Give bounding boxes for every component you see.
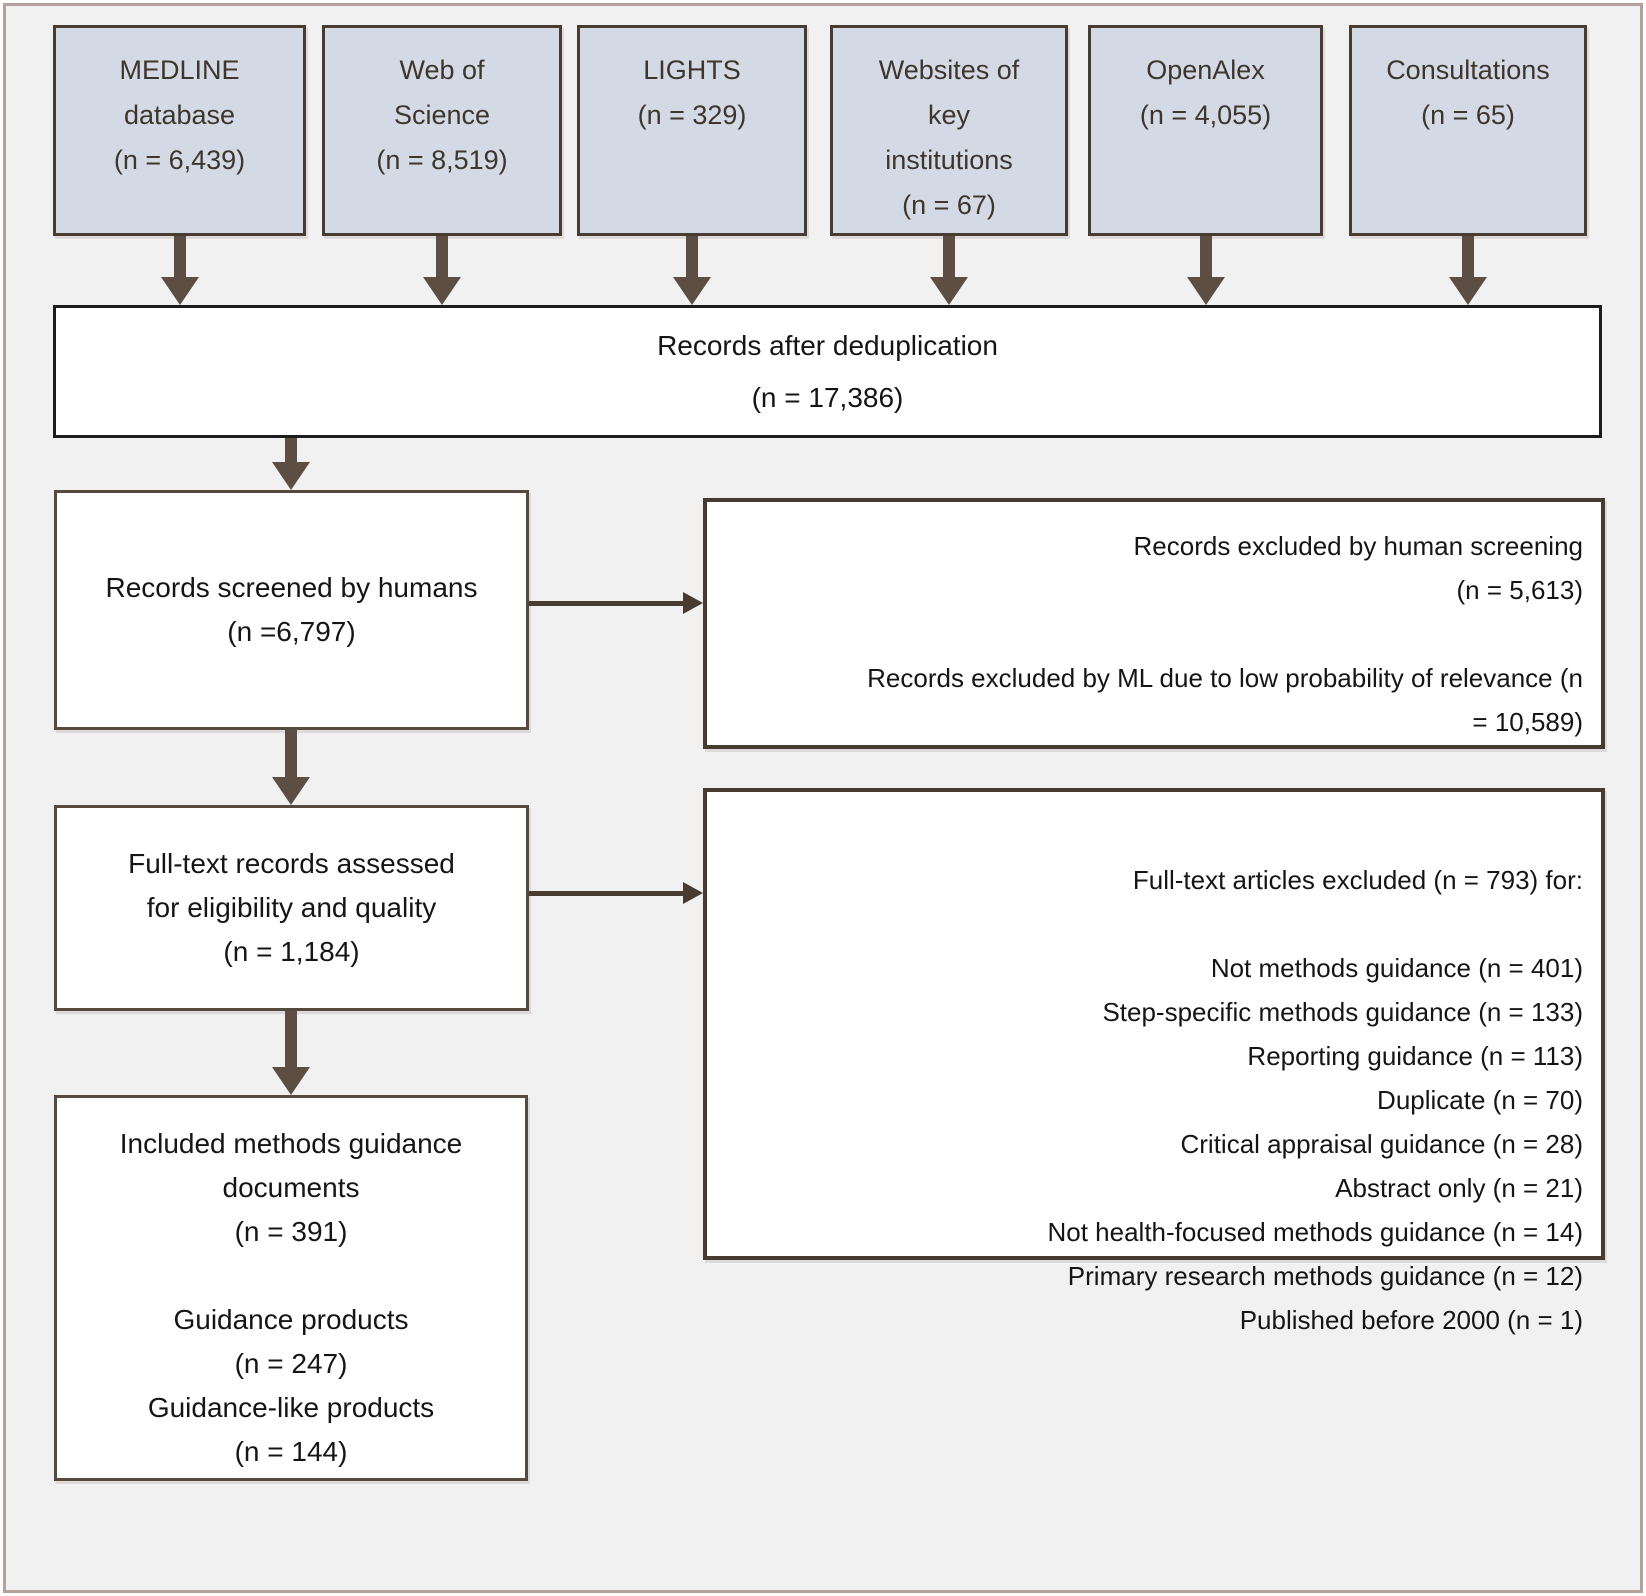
excluded-screening-box: Records excluded by human screening (n =… xyxy=(703,498,1605,749)
arrow-openalex-to-dedup xyxy=(1187,236,1225,305)
arrow-stem xyxy=(529,890,683,896)
arrow-fulltext-to-excluded xyxy=(529,882,703,904)
included-box: Included methods guidance documents (n =… xyxy=(54,1095,528,1481)
arrow-stem xyxy=(1200,236,1212,277)
dedup-box: Records after deduplication (n = 17,386) xyxy=(53,305,1602,438)
arrow-head-down-icon xyxy=(161,277,199,305)
arrow-head-down-icon xyxy=(930,277,968,305)
arrow-stem xyxy=(285,1011,297,1067)
arrow-websites-to-dedup xyxy=(930,236,968,305)
source-box-websites: Websites of key institutions (n = 67) xyxy=(830,25,1068,236)
arrow-stem xyxy=(285,438,297,462)
arrow-head-down-icon xyxy=(673,277,711,305)
arrow-stem xyxy=(285,730,297,777)
excluded-fulltext-box: Full-text articles excluded (n = 793) fo… xyxy=(703,788,1605,1335)
arrow-head-down-icon xyxy=(1449,277,1487,305)
arrow-stem xyxy=(174,236,186,277)
arrow-stem xyxy=(943,236,955,277)
source-box-lights: LIGHTS (n = 329) xyxy=(577,25,807,236)
arrow-head-down-icon xyxy=(272,777,310,805)
arrow-head-down-icon xyxy=(272,1067,310,1095)
arrow-head-right-icon xyxy=(683,882,703,904)
arrow-medline-to-dedup xyxy=(161,236,199,305)
arrow-screened-to-excluded xyxy=(529,592,703,614)
source-box-consultations: Consultations (n = 65) xyxy=(1349,25,1587,236)
arrow-web-of-science-to-dedup xyxy=(423,236,461,305)
arrow-head-down-icon xyxy=(423,277,461,305)
arrow-stem xyxy=(529,600,683,606)
arrow-head-right-icon xyxy=(683,592,703,614)
arrow-head-down-icon xyxy=(272,462,310,490)
source-box-openalex: OpenAlex (n = 4,055) xyxy=(1088,25,1323,236)
excluded-fulltext-header: Full-text articles excluded (n = 793) fo… xyxy=(1132,865,1583,895)
screened-box: Records screened by humans (n =6,797) xyxy=(54,490,529,730)
arrow-screened-to-fulltext xyxy=(272,730,310,805)
source-box-web-of-science: Web of Science (n = 8,519) xyxy=(322,25,562,236)
source-box-medline: MEDLINE database (n = 6,439) xyxy=(53,25,306,236)
excluded-fulltext-reasons: Not methods guidance (n = 401) Step-spec… xyxy=(1047,953,1583,1335)
fulltext-box: Full-text records assessed for eligibili… xyxy=(54,805,529,1011)
arrow-fulltext-to-included xyxy=(272,1011,310,1095)
arrow-consultations-to-dedup xyxy=(1449,236,1487,305)
arrow-stem xyxy=(686,236,698,277)
arrow-lights-to-dedup xyxy=(673,236,711,305)
arrow-head-down-icon xyxy=(1187,277,1225,305)
arrow-dedup-to-screened xyxy=(272,438,310,490)
prisma-flow-diagram: MEDLINE database (n = 6,439) Web of Scie… xyxy=(3,3,1643,1593)
arrow-stem xyxy=(436,236,448,277)
arrow-stem xyxy=(1462,236,1474,277)
